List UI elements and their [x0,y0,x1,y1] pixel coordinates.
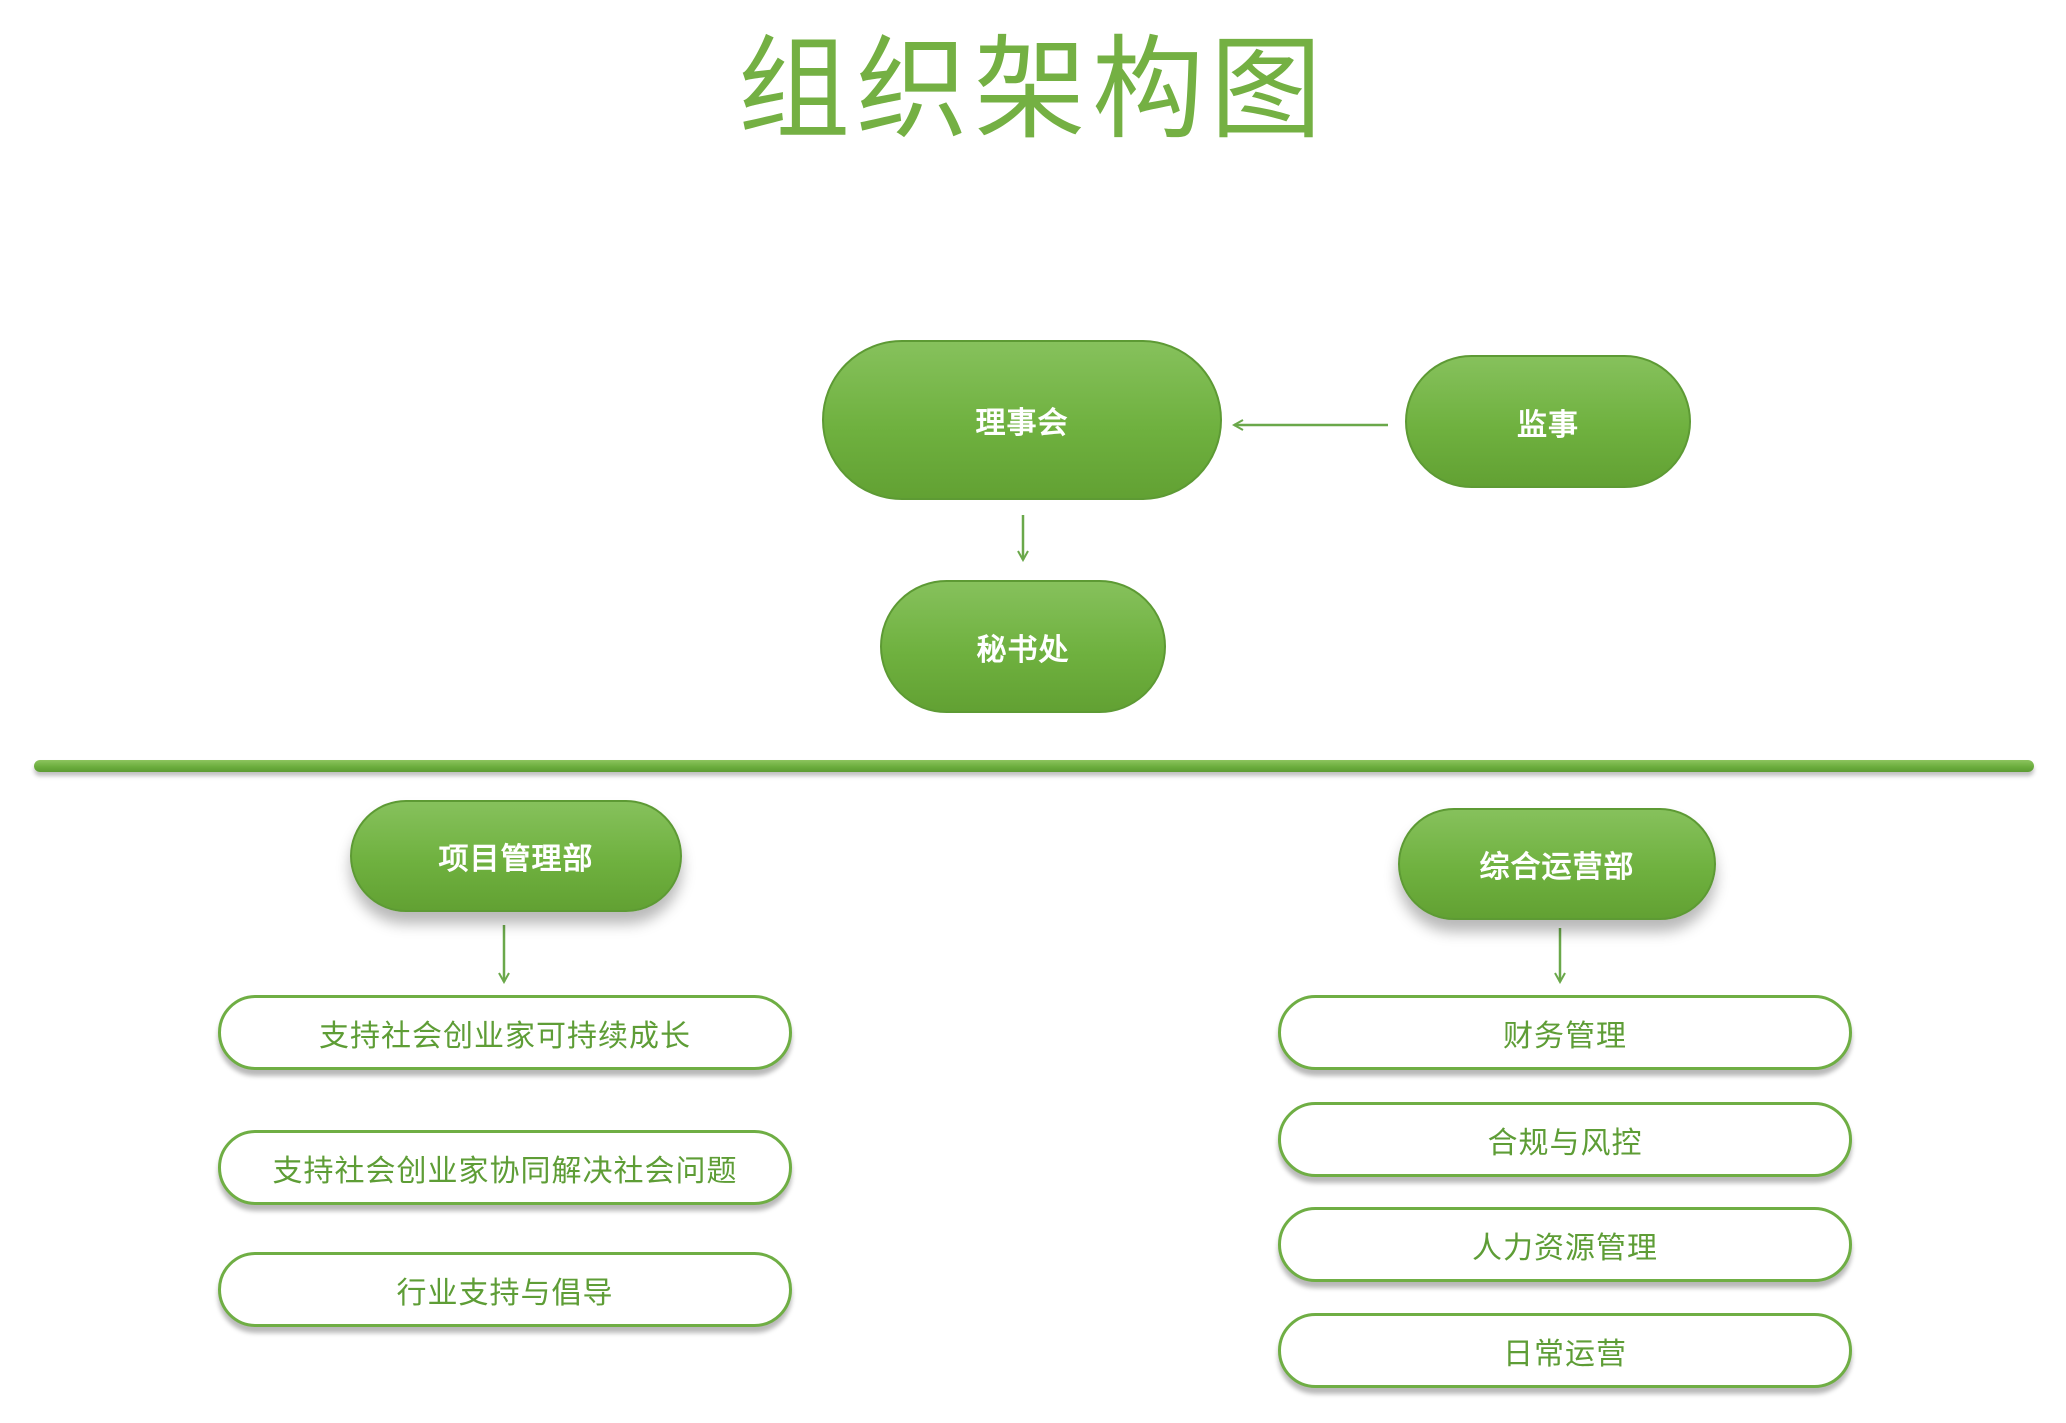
operations-item-label: 日常运营 [1503,1336,1627,1372]
project-item-3: 行业支持与倡导 [218,1252,792,1327]
supervisor-label: 监事 [1517,407,1579,443]
operations-item-1: 财务管理 [1278,995,1852,1070]
operations-dept-label: 综合运营部 [1479,850,1635,885]
project-item-2: 支持社会创业家协同解决社会问题 [218,1130,792,1205]
project-dept-node: 项目管理部 [350,800,682,912]
project-item-label: 支持社会创业家可持续成长 [319,1018,691,1054]
operations-item-label: 合规与风控 [1487,1125,1643,1161]
operations-item-label: 人力资源管理 [1472,1230,1658,1266]
project-item-label: 行业支持与倡导 [396,1275,614,1311]
operations-dept-node: 综合运营部 [1398,808,1716,920]
page-title: 组织架构图 [738,25,1328,155]
operations-item-label: 财务管理 [1503,1018,1627,1054]
council-label: 理事会 [975,406,1069,441]
operations-item-4: 日常运营 [1278,1313,1852,1388]
project-item-1: 支持社会创业家可持续成长 [218,995,792,1070]
project-item-label: 支持社会创业家协同解决社会问题 [272,1153,738,1189]
secretariat-label: 秘书处 [976,632,1070,668]
council-node: 理事会 [822,340,1222,500]
operations-item-2: 合规与风控 [1278,1102,1852,1177]
secretariat-node: 秘书处 [880,580,1166,713]
project-dept-label: 项目管理部 [438,842,594,877]
operations-item-3: 人力资源管理 [1278,1207,1852,1282]
supervisor-node: 监事 [1405,355,1691,488]
section-divider [34,760,2034,772]
